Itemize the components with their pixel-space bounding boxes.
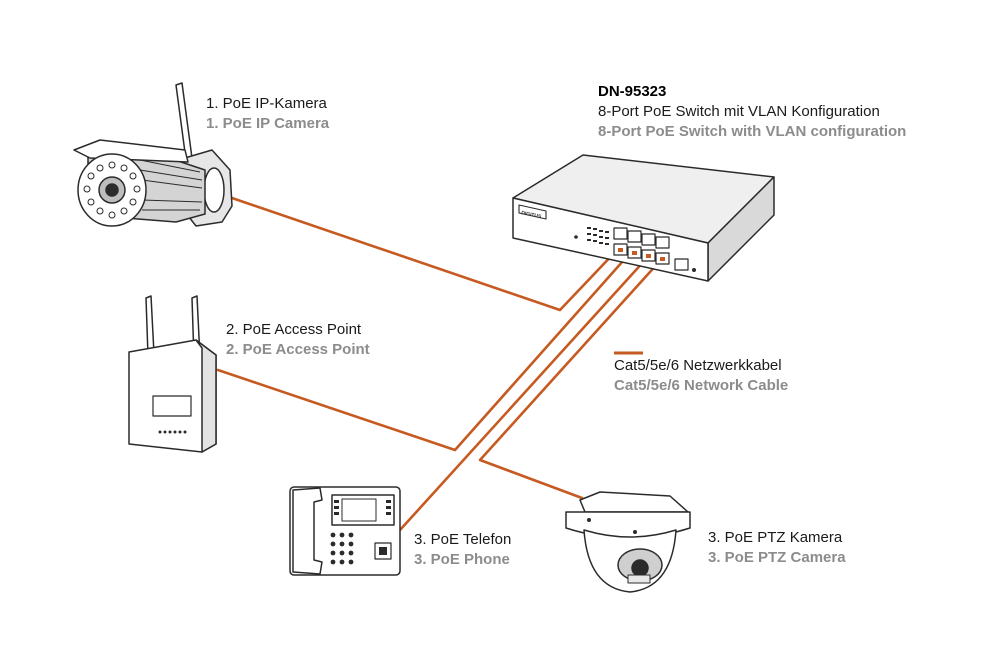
cable-phone bbox=[398, 258, 647, 532]
switch-title-de: 8-Port PoE Switch mit VLAN Konfiguration bbox=[598, 103, 880, 120]
cable-access-point bbox=[216, 250, 633, 452]
ip-camera-label-de: 1. PoE IP-Kamera bbox=[206, 95, 327, 112]
access-point-label: 2. PoE Access Point 2. PoE Access Point bbox=[226, 320, 370, 360]
port-plugs bbox=[618, 248, 665, 261]
dome-housing-top bbox=[579, 491, 689, 513]
mount-ring bbox=[203, 167, 225, 213]
legend-label: Cat5/5e/6 Netzwerkkabel Cat5/5e/6 Networ… bbox=[614, 356, 788, 396]
brand-plate-text: DIGITUS bbox=[521, 210, 543, 220]
switch-model: DN-95323 bbox=[598, 83, 667, 100]
access-point-label-en: 2. PoE Access Point bbox=[226, 341, 370, 358]
access-point-label-de: 2. PoE Access Point bbox=[226, 321, 362, 338]
poe-switch bbox=[512, 154, 775, 282]
access-point-icon bbox=[128, 295, 217, 453]
legend-label-de: Cat5/5e/6 Netzwerkkabel bbox=[614, 357, 782, 374]
desk-phone-icon bbox=[289, 486, 401, 576]
switch-title-en: 8-Port PoE Switch with VLAN configuratio… bbox=[598, 123, 907, 140]
brand-plate bbox=[518, 204, 547, 220]
dome-lens bbox=[631, 559, 649, 577]
phone-label-de: 3. PoE Telefon bbox=[414, 531, 512, 548]
ap-display bbox=[152, 395, 192, 417]
bullet-camera-icon bbox=[73, 82, 233, 227]
cables bbox=[216, 196, 661, 532]
reset-button bbox=[692, 268, 696, 272]
ip-camera-label: 1. PoE IP-Kamera 1. PoE IP Camera bbox=[206, 94, 329, 134]
ap-leds bbox=[158, 430, 187, 434]
phone-label-en: 3. PoE Phone bbox=[414, 551, 510, 568]
ptz-camera-label-en: 3. PoE PTZ Camera bbox=[708, 549, 846, 566]
ptz-camera-label: 3. PoE PTZ Kamera 3. PoE PTZ Camera bbox=[708, 528, 846, 568]
phone-handset bbox=[292, 487, 323, 575]
ip-camera-label-en: 1. PoE IP Camera bbox=[206, 115, 330, 132]
ir-leds bbox=[83, 161, 141, 219]
status-leds bbox=[574, 227, 609, 245]
ap-side bbox=[195, 339, 217, 453]
ports-top-row bbox=[613, 227, 670, 249]
ptz-camera-label-de: 3. PoE PTZ Kamera bbox=[708, 529, 843, 546]
uplink-port bbox=[674, 258, 689, 271]
cable-ptz-camera bbox=[478, 260, 661, 500]
cable-ip-camera bbox=[230, 196, 619, 312]
camera-sunshield bbox=[73, 139, 189, 163]
phone-keypad bbox=[330, 532, 354, 565]
dome-camera-icon bbox=[565, 491, 691, 593]
camera-antenna bbox=[175, 82, 193, 161]
phone-label: 3. PoE Telefon 3. PoE Phone bbox=[414, 530, 511, 570]
switch-label: DN-95323 8-Port PoE Switch mit VLAN Konf… bbox=[598, 82, 906, 142]
legend-label-en: Cat5/5e/6 Network Cable bbox=[614, 377, 789, 394]
